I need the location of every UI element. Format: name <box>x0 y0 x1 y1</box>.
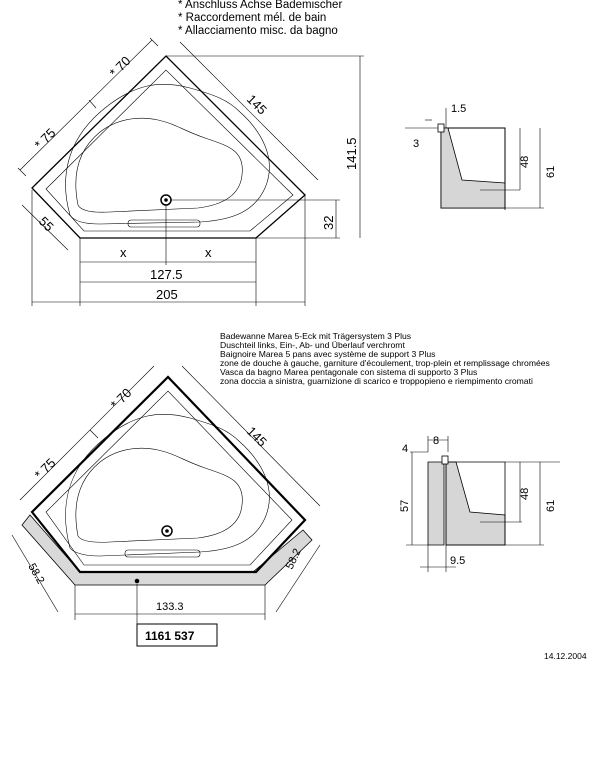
support-foam-bottom <box>427 461 445 546</box>
dim-55-top: 55 <box>36 214 57 235</box>
overflow-slot-top <box>127 219 201 228</box>
overflow-slot-bottom <box>124 549 201 558</box>
dim-line-upper-left <box>19 39 153 171</box>
dim-70-top: * 70 <box>107 53 134 80</box>
dim-133-3-bottom: 133.3 <box>156 601 184 613</box>
dim-1-5-top-section: 1.5 <box>451 103 466 115</box>
dim-line-upper-left-bottom <box>19 365 155 501</box>
basin-outer-bottom <box>65 413 270 557</box>
dim-58-2-left: 58.2 <box>25 562 46 587</box>
dim-x-right-top: x <box>205 245 212 260</box>
desc-line-1: Badewanne Marea 5-Eck mit Trägersystem 3… <box>220 331 411 341</box>
basin-inner-top <box>75 117 243 213</box>
dim-205-top: 205 <box>156 287 178 302</box>
article-number: 1161 537 <box>145 629 195 643</box>
desc-line-2: Duschteil links, Ein-, Ab- und Überlauf … <box>220 340 405 350</box>
desc-line-4: zone de douche à gauche, garniture d'éco… <box>220 358 550 368</box>
support-frame-bottom <box>21 514 313 586</box>
dim-32-top: 32 <box>321 216 336 230</box>
section-body-top <box>440 127 506 209</box>
desc-line-6: zona doccia a sinistra, guarnizione di s… <box>220 376 533 386</box>
drain-icon <box>161 525 173 537</box>
dim-61-top-section: 61 <box>545 166 557 178</box>
drawing-date: 14.12.2004 <box>544 651 587 661</box>
tub-outline-bottom <box>30 375 307 574</box>
dim-line-upper-right <box>179 41 319 181</box>
desc-line-5: Vasca da bagno Marea pentagonale con sis… <box>220 367 477 377</box>
top-plan-view: * 70 * 75 145 141.5 32 55 x x 127.5 205 <box>17 37 364 306</box>
dim-x-left-top: x <box>120 245 127 260</box>
connection-point-icon <box>134 578 140 584</box>
tub-rim-top <box>45 69 294 232</box>
dim-127-5-top: 127.5 <box>150 267 183 282</box>
basin-outer-top <box>65 83 270 225</box>
dim-8-bottom-section: 8 <box>433 435 439 447</box>
header-note-2: * Raccordement mél. de bain <box>178 12 326 24</box>
header-notes: * Anschluss Achse Bademischer * Raccorde… <box>178 0 342 37</box>
dim-line-55 <box>21 204 69 251</box>
top-section-view: 1.5 3 48 61 <box>405 103 557 210</box>
header-note-1: * Anschluss Achse Bademischer <box>178 0 342 11</box>
dim-3-top-section: 3 <box>413 138 419 150</box>
product-description: Badewanne Marea 5-Eck mit Trägersystem 3… <box>220 331 550 386</box>
dim-4-bottom-section: 4 <box>402 443 408 455</box>
tub-rim-bottom <box>45 390 293 566</box>
desc-line-3: Baignoire Marea 5 pans avec système de s… <box>220 349 435 359</box>
header-note-3: * Allacciamento misc. da bagno <box>178 25 338 37</box>
dim-61-bottom-section: 61 <box>545 500 557 512</box>
rim-detail-bottom <box>441 455 449 465</box>
dim-48-top-section: 48 <box>519 156 531 168</box>
dim-48-bottom-section: 48 <box>519 488 531 500</box>
dim-145-bottom: 145 <box>244 424 270 450</box>
dim-line-58-2-left <box>11 534 59 613</box>
drain-center-icon <box>164 198 168 202</box>
section-body-bottom <box>445 461 506 546</box>
rim-detail-top <box>437 123 445 133</box>
dim-line-upper-right-bottom <box>181 365 321 507</box>
dim-75-bottom: * 75 <box>32 455 59 482</box>
article-number-box <box>136 623 218 647</box>
dim-9-5-bottom-section: 9.5 <box>450 555 465 567</box>
dim-line-58-2-right <box>275 544 321 613</box>
drain-center-icon <box>165 529 169 533</box>
dim-145-top: 145 <box>244 92 270 118</box>
dim-57-bottom-section: 57 <box>399 500 411 512</box>
bottom-section-view: 4 8 57 48 61 9.5 <box>399 435 560 572</box>
bottom-plan-view: * 70 * 75 145 58.2 58.2 133.3 1161 537 <box>11 365 321 647</box>
tub-outline-top <box>31 55 306 239</box>
dim-141-5-top: 141.5 <box>344 137 359 170</box>
dim-75-top: * 75 <box>32 125 59 152</box>
basin-inner-bottom <box>75 447 243 543</box>
